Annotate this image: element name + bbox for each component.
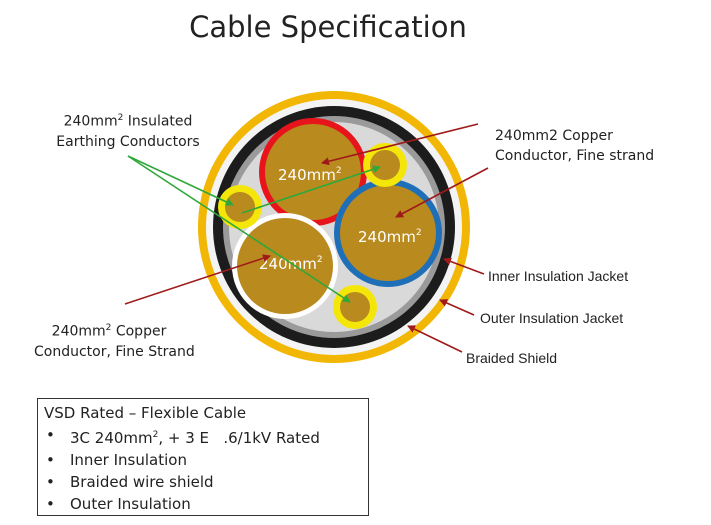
- arrow-copper-right-red: [321, 123, 479, 166]
- label-copper-conductor-left: 240mm2 Copper Conductor, Fine Strand: [34, 323, 195, 360]
- spec-heading: VSD Rated – Flexible Cable: [44, 404, 247, 422]
- conductor-white-copper: [237, 218, 333, 314]
- label-copper-conductor-right: 240mm2 Copper Conductor, Fine strand: [495, 128, 655, 164]
- spec-item-outer-insulation: Outer Insulation: [44, 493, 368, 515]
- conductor-blue-label: 240mm2: [358, 228, 422, 246]
- earth-conductor-bottom-copper: [340, 292, 370, 322]
- earth-conductor-left-copper: [225, 192, 255, 222]
- spec-item-braided-shield: Braided wire shield: [44, 471, 368, 493]
- arrow-braided-shield: [407, 325, 463, 353]
- label-inner-insulation-jacket: Inner Insulation Jacket: [488, 268, 629, 284]
- arrow-earth-to-left: [127, 155, 234, 206]
- arrow-earth-top-to-left: [241, 165, 381, 214]
- arrow-copper-right-blue: [395, 167, 489, 218]
- arrow-outer-jacket: [439, 299, 475, 316]
- conductor-white-label: 240mm2: [259, 255, 323, 273]
- page-title: Cable Specification: [189, 10, 467, 44]
- label-braided-shield: Braided Shield: [466, 350, 558, 366]
- spec-box: VSD Rated – Flexible Cable 3C 240mm2, + …: [37, 398, 369, 516]
- arrow-earth-to-bottom: [127, 155, 351, 303]
- conductor-red-label: 240mm2: [278, 166, 342, 184]
- label-outer-insulation-jacket: Outer Insulation Jacket: [480, 310, 624, 326]
- label-earthing-conductors: 240mm2 Insulated Earthing Conductors: [56, 113, 200, 150]
- spec-list: 3C 240mm2, + 3 E .6/1kV Rated Inner Insu…: [44, 424, 368, 515]
- conductor-red-copper: [265, 124, 361, 220]
- arrow-copper-left-white: [124, 254, 271, 305]
- earth-conductor-top-copper: [370, 150, 400, 180]
- spec-item-inner-insulation: Inner Insulation: [44, 449, 368, 471]
- arrow-inner-jacket: [443, 257, 485, 275]
- spec-item-rating: 3C 240mm2, + 3 E .6/1kV Rated: [44, 424, 368, 449]
